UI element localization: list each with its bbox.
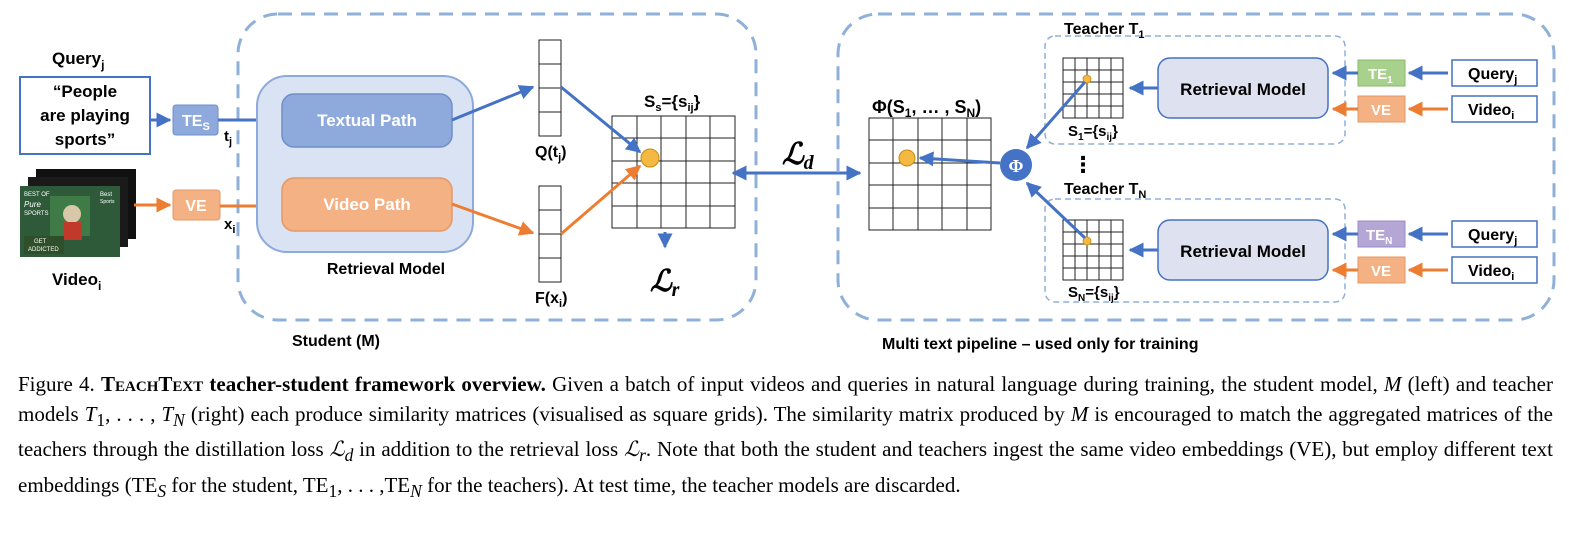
query-text-line-3: sports” — [55, 130, 115, 149]
te-n-box — [1357, 220, 1406, 248]
teacher-n-query-label: Queryj — [1468, 227, 1517, 247]
teacher-1-video-box — [1451, 95, 1538, 123]
ve-label-student: VE — [185, 198, 207, 215]
s1-label: S1={sij} — [1068, 123, 1118, 143]
sn-label: SN={sij} — [1068, 284, 1120, 304]
svg-text:BEST OF: BEST OF — [24, 192, 50, 198]
teacher-n-label: Teacher TN — [1064, 181, 1146, 201]
framework-diagram: Queryj “People are playing sports” TES t… — [19, 12, 1556, 353]
student-similarity-dot — [640, 148, 660, 168]
teacher-n-query-box — [1451, 220, 1538, 248]
teacher-1-video-label: Videoi — [1468, 102, 1514, 122]
teacher-n-video-label: Videoi — [1468, 263, 1514, 283]
phi-node-label: Φ — [1009, 156, 1024, 176]
q-label: Q(tj) — [535, 144, 567, 164]
caption-label: Figure 4. — [18, 372, 95, 396]
distillation-loss-symbol: ℒd — [782, 138, 815, 174]
te-1-label: TE1 — [1368, 66, 1393, 86]
video-thumbnail-stack: BEST OF Pure SPORTS GET ADDICTED Best Sp… — [20, 169, 136, 257]
phi-label: Φ(S1, … , SN) — [872, 97, 981, 120]
teacher-1-retrieval-model-label: Retrieval Model — [1180, 80, 1306, 99]
teacher-1-query-box — [1451, 59, 1538, 87]
teacher-1-label: Teacher T1 — [1064, 21, 1145, 41]
video-path-label: Video Path — [323, 195, 411, 214]
teacher-1-query-label: Queryj — [1468, 66, 1517, 86]
te-n-label: TEN — [1366, 227, 1392, 247]
query-text-line-2: are playing — [40, 106, 130, 125]
query-text-line-1: “People — [53, 82, 117, 101]
svg-text:Best: Best — [100, 192, 112, 198]
figure-caption: Figure 4. TeachText teacher-student fram… — [18, 372, 1554, 502]
f-label: F(xi) — [535, 290, 567, 310]
teacher-ellipsis: ⋮ — [1072, 152, 1094, 177]
student-video-label: Videoi — [52, 270, 101, 293]
student-s-label: Ss={sij} — [644, 92, 701, 114]
aggregated-similarity-dot — [898, 149, 916, 167]
student-title: Student (M) — [292, 333, 380, 350]
teacher-1-dashed-box — [1044, 35, 1346, 145]
student-dashed-box — [236, 12, 758, 322]
t-j-label: tj — [224, 128, 232, 148]
textual-path-box — [281, 93, 453, 148]
aggregated-similarity-grid — [868, 117, 992, 231]
teacher-n-dashed-box — [1044, 198, 1346, 303]
textual-path-label: Textual Path — [317, 111, 417, 130]
video-embedding-vector — [538, 185, 562, 283]
ve-box-teacher-n — [1357, 256, 1406, 284]
pipeline-title: Multi text pipeline – used only for trai… — [882, 336, 1198, 353]
phi-aggregation-node — [1000, 149, 1032, 181]
x-i-label: xi — [224, 216, 235, 236]
caption-title: TeachText teacher-student framework over… — [101, 372, 546, 396]
ve-box-teacher-1 — [1357, 95, 1406, 123]
student-query-label: Queryj — [52, 49, 104, 72]
query-text-box — [19, 76, 151, 155]
retrieval-loss-symbol: ℒr — [650, 265, 680, 301]
svg-text:ADDICTED: ADDICTED — [28, 247, 59, 253]
teacher-n-video-box — [1451, 256, 1538, 284]
teacher-pipeline-dashed-box — [836, 12, 1556, 322]
ve-label-teacher-n: VE — [1371, 263, 1391, 280]
svg-text:Sports: Sports — [100, 199, 115, 205]
teacher-1-grid — [1062, 57, 1124, 119]
te-1-box — [1357, 59, 1406, 87]
svg-text:GET: GET — [34, 239, 47, 245]
student-retrieval-model-label: Retrieval Model — [327, 261, 445, 278]
student-similarity-grid — [611, 115, 736, 229]
teacher-n-retrieval-model-label: Retrieval Model — [1180, 242, 1306, 261]
te-s-label: TES — [182, 113, 210, 133]
teacher-n-grid — [1062, 219, 1124, 281]
query-embedding-vector — [538, 39, 562, 137]
ve-label-teacher-1: VE — [1371, 102, 1391, 119]
svg-text:Pure: Pure — [24, 200, 41, 209]
svg-text:SPORTS: SPORTS — [24, 211, 49, 217]
